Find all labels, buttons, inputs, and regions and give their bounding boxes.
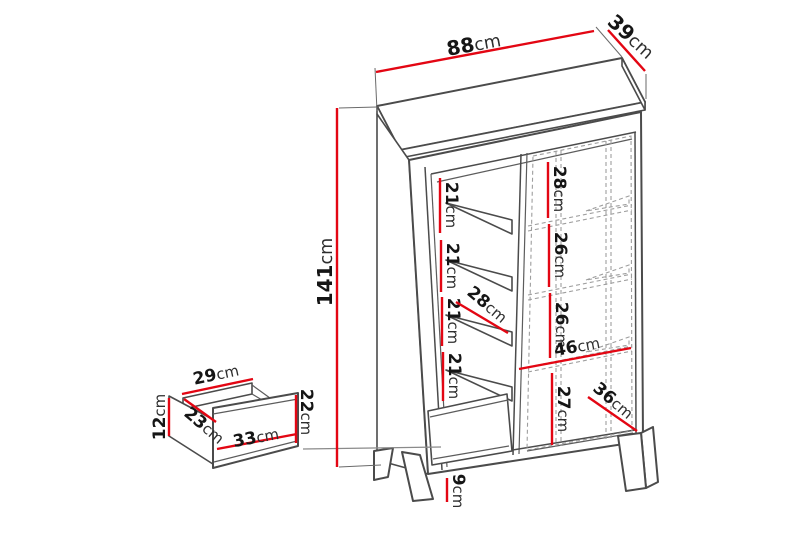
dim-label-drawer-side-height: 12cm <box>150 394 170 440</box>
shelf-4 <box>445 369 513 402</box>
door-bottom-edge <box>526 432 634 452</box>
extension-line <box>595 26 623 58</box>
dimension-line-drawer-front-width <box>216 432 298 451</box>
glass-shelf-2-side <box>585 264 630 281</box>
extension-line <box>374 67 378 112</box>
drawer-front-top-inner <box>429 399 509 418</box>
dim-label-drawer-front-width: 33cm <box>231 424 280 452</box>
legs <box>373 426 659 502</box>
dim-label-rgap2: 26cm <box>550 232 570 278</box>
drawer-leader-line <box>302 446 442 450</box>
dim-label-gap1: 21cm <box>441 182 461 228</box>
top-right-band <box>621 57 646 111</box>
dimension-line-interior-depth <box>587 396 638 432</box>
shelf-2 <box>445 259 513 292</box>
dim-label-drawer-front-height: 22cm <box>296 389 316 435</box>
drawer-detail <box>168 382 299 469</box>
dim-label-height: 141cm <box>313 238 337 307</box>
extension-line <box>338 464 382 468</box>
dimension-line-shelf-depth <box>455 300 509 335</box>
right-stile-edge <box>634 131 637 434</box>
extension-line <box>338 106 378 109</box>
glass-door <box>526 135 633 451</box>
dim-label-interior-width: 46cm <box>552 333 601 361</box>
leg-front-right <box>617 432 647 492</box>
drawer-front-panel <box>212 392 299 469</box>
dim-label-drawer-top-width: 29cm <box>191 360 241 389</box>
open-shelves <box>427 202 513 466</box>
dim-shelf-gaps-right: 28cm 26cm 26cm 27cm <box>546 162 573 445</box>
dim-label-rgap1: 28cm <box>549 166 569 212</box>
dim-drawer-front-width: 33cm <box>216 424 298 452</box>
glass-shelf-1-front <box>527 204 633 227</box>
dim-overall-height: 141cm <box>313 106 382 468</box>
door-outline <box>526 135 633 451</box>
dimension-line-width <box>375 29 595 74</box>
top-slab <box>376 57 646 159</box>
dim-interior-width: 46cm <box>518 333 632 371</box>
shelf-1 <box>445 202 513 235</box>
dimension-line-interior-width <box>518 346 632 371</box>
drawer-front-bottom-inner <box>432 445 510 460</box>
glass-shelf-1-thickness <box>527 209 633 232</box>
dimension-line-depth <box>607 29 646 72</box>
dim-label-rgap4: 27cm <box>553 386 573 432</box>
glass-shelf-3-thickness <box>527 350 633 373</box>
center-divider-inner <box>518 152 528 455</box>
drawer-front-bottom-edge-inner <box>213 440 298 463</box>
dimension-line-drawer-depth <box>183 398 217 423</box>
dim-label-gap4: 21cm <box>444 353 464 399</box>
dim-label-plinth: 9cm <box>448 474 468 509</box>
center-divider <box>512 153 522 456</box>
dim-drawer-front-height: 22cm <box>294 389 316 443</box>
glass-shelf-3-side <box>585 336 630 353</box>
leg-back-left <box>373 447 394 481</box>
drawer-front-top-edge-inner <box>212 398 299 415</box>
dim-drawer-side-height: 12cm <box>150 394 171 440</box>
leg-front-left <box>401 451 434 502</box>
glass-shelf-1-side <box>585 195 630 212</box>
dim-label-rgap3: 26cm <box>551 302 571 348</box>
shelf-3 <box>445 314 513 347</box>
opening-top-edge <box>430 131 637 175</box>
glass-shelf-2-thickness <box>527 278 633 301</box>
dim-label-width: 88cm <box>445 27 503 61</box>
dim-drawer-top-width: 29cm <box>181 360 254 396</box>
dimension-line-drawer-top-width <box>181 377 254 396</box>
glass-shelf-2-front <box>527 273 633 296</box>
dim-label-gap2: 21cm <box>442 243 462 289</box>
dim-plinth-height: 9cm <box>445 474 468 509</box>
dim-overall-width: 88cm <box>374 26 623 112</box>
opening-top-edge-inner <box>436 138 633 183</box>
